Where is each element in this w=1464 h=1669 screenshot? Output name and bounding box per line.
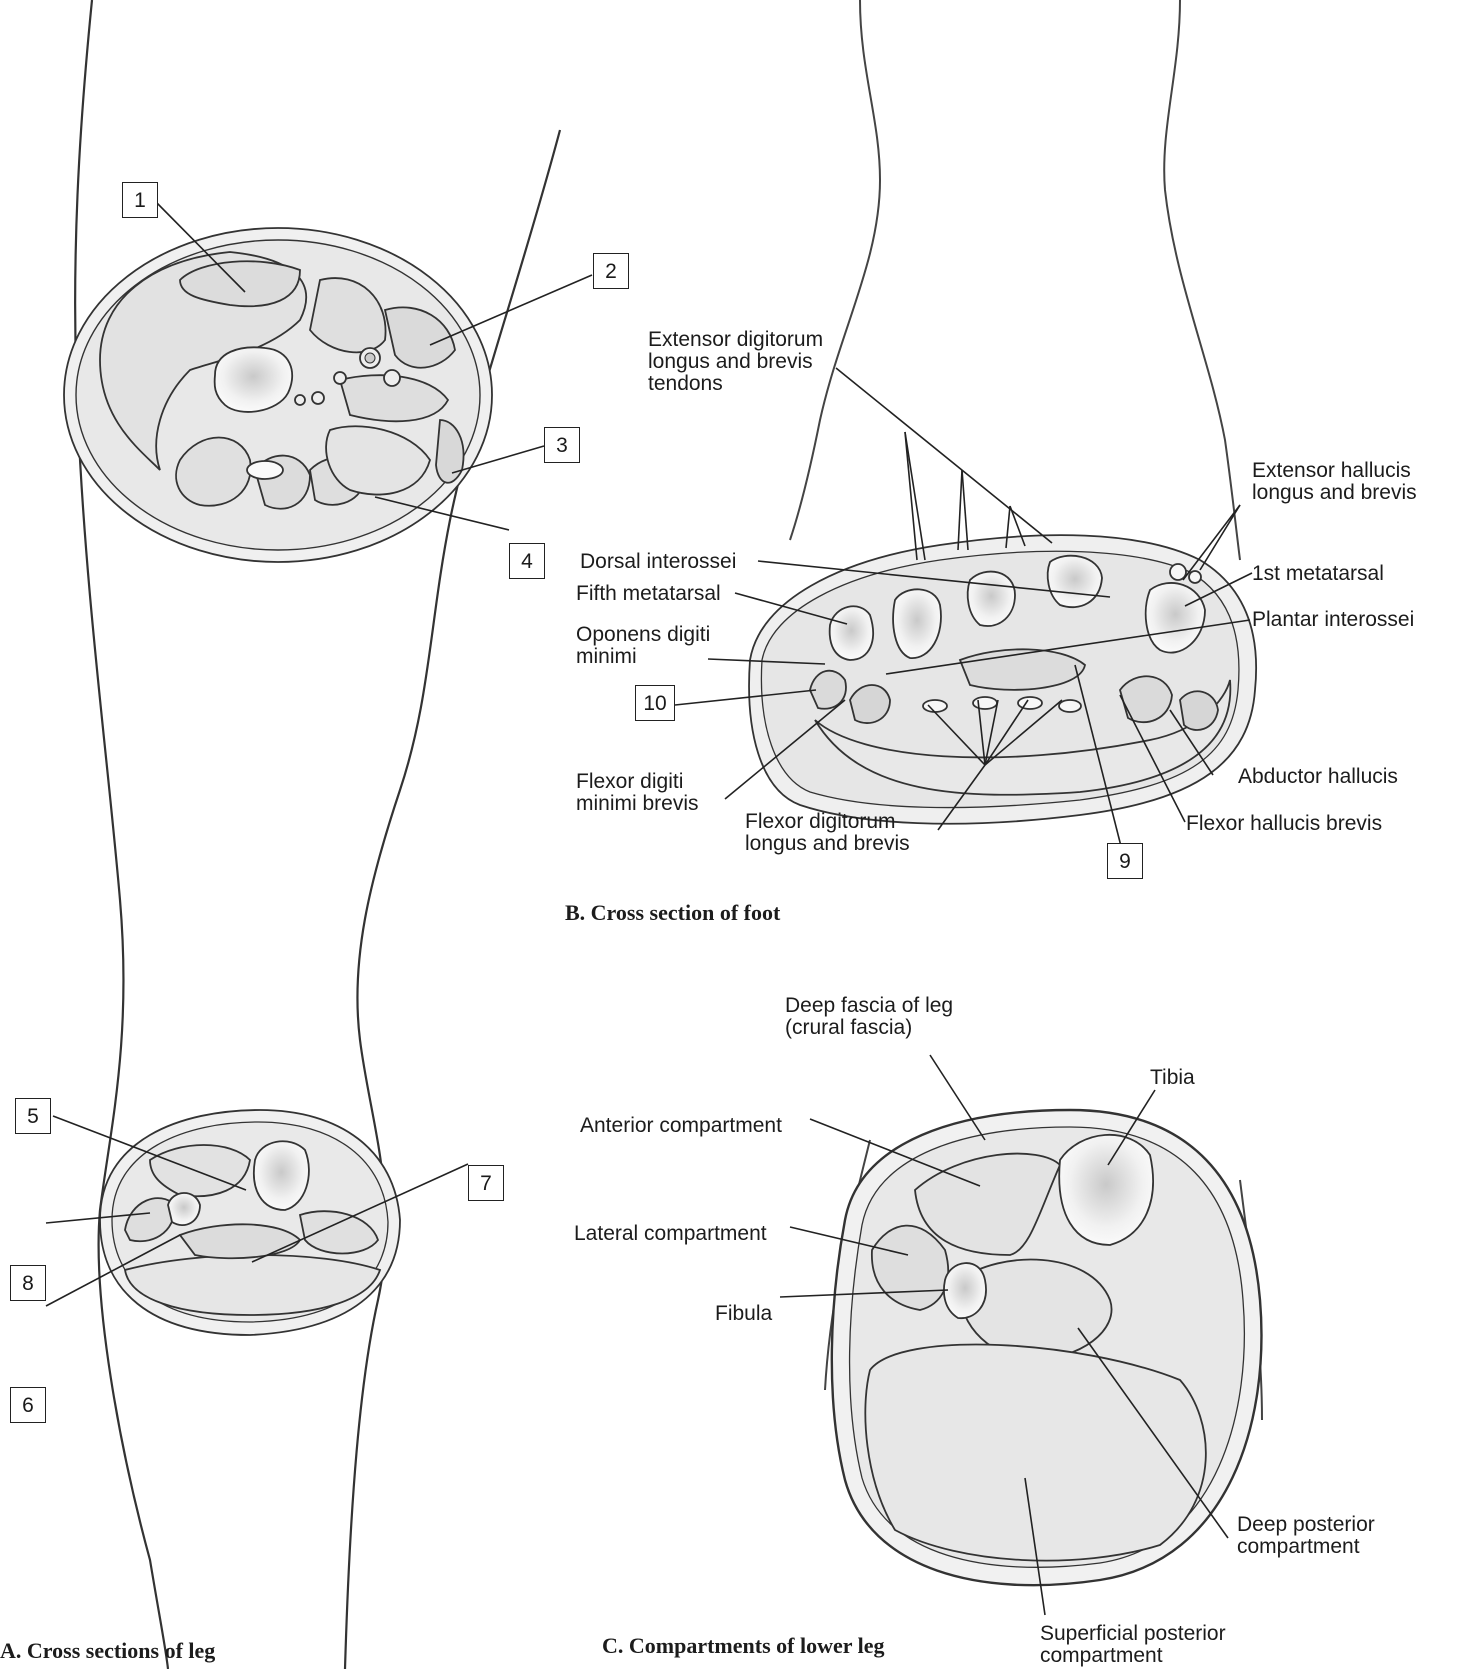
- label-box-2: 2: [593, 253, 629, 289]
- label-box-5: 5: [15, 1098, 51, 1134]
- compartment-cross-section: [832, 1110, 1262, 1585]
- lower-leg-cross-section: [100, 1110, 400, 1335]
- caption-panel-b: B. Cross section of foot: [565, 900, 780, 926]
- label-flexor-digiti-minimi-brevis: Flexor digiti minimi brevis: [576, 771, 699, 815]
- label-box-6: 6: [10, 1387, 46, 1423]
- caption-panel-a: A. Cross sections of leg: [0, 1638, 215, 1664]
- label-box-3: 3: [544, 427, 580, 463]
- label-superficial-posterior-compartment: Superficial posterior compartment: [1040, 1623, 1226, 1667]
- label-deep-fascia: Deep fascia of leg (crural fascia): [785, 995, 953, 1039]
- label-extensor-hallucis: Extensor hallucis longus and brevis: [1252, 460, 1417, 504]
- label-oponens-digiti-minimi: Oponens digiti minimi: [576, 624, 710, 668]
- label-abductor-hallucis: Abductor hallucis: [1238, 766, 1398, 788]
- ankle-outline: [790, 0, 1240, 560]
- label-flexor-hallucis-brevis: Flexor hallucis brevis: [1186, 813, 1382, 835]
- label-box-1: 1: [122, 182, 158, 218]
- label-plantar-interossei: Plantar interossei: [1252, 609, 1414, 631]
- label-box-7: 7: [468, 1165, 504, 1201]
- thigh-cross-section: [64, 228, 492, 562]
- label-tibia: Tibia: [1150, 1067, 1195, 1089]
- label-fifth-metatarsal: Fifth metatarsal: [576, 583, 721, 605]
- label-extensor-digitorum: Extensor digitorum longus and brevis ten…: [648, 329, 823, 395]
- label-flexor-digitorum: Flexor digitorum longus and brevis: [745, 811, 910, 855]
- label-box-4: 4: [509, 543, 545, 579]
- label-dorsal-interossei: Dorsal interossei: [580, 551, 736, 573]
- foot-cross-section: [749, 535, 1256, 824]
- caption-panel-c: C. Compartments of lower leg: [602, 1633, 884, 1659]
- label-fibula: Fibula: [715, 1303, 772, 1325]
- label-lateral-compartment: Lateral compartment: [574, 1223, 767, 1245]
- label-first-metatarsal: 1st metatarsal: [1252, 563, 1384, 585]
- label-box-8: 8: [10, 1265, 46, 1301]
- label-box-10: 10: [635, 685, 675, 721]
- label-deep-posterior-compartment: Deep posterior compartment: [1237, 1514, 1375, 1558]
- label-anterior-compartment: Anterior compartment: [580, 1115, 782, 1137]
- label-box-9: 9: [1107, 843, 1143, 879]
